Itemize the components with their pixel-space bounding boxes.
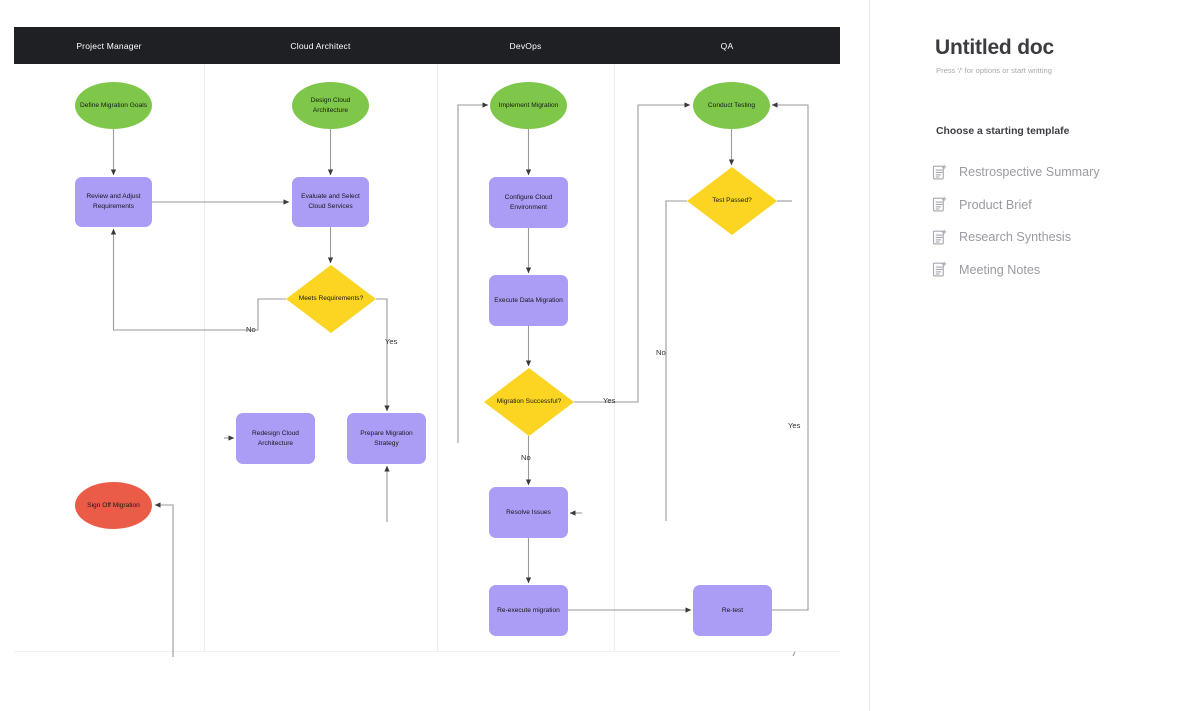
node-meets-requirements[interactable]: Meets Requirements? [286,265,376,333]
edge-loop-to-implement [457,102,489,443]
node-redesign-cloud-architecture[interactable]: Redesign Cloud Architecture [236,413,315,464]
node-label: Prepare Migration Strategy [360,429,413,447]
node-label: Re-execute migration [497,606,560,614]
page-title: Untitled doc [935,36,1054,59]
templates-heading: Choose a starting templafe [936,126,1070,137]
node-label: Design Cloud Architecture [310,96,351,114]
node-define-migration-goals[interactable]: Define Migration Goals [75,82,152,129]
node-label: Define Migration Goals [79,101,148,109]
swimlane-divider-3 [614,64,615,652]
swimlane-title-project-manager[interactable]: Project Manager [76,40,142,51]
node-execute-data-migration[interactable]: Execute Data Migration [489,275,568,326]
template-item-product-brief[interactable]: Product Brief [932,189,1192,222]
edge-meets-yes-to-prepare [376,298,390,412]
diamond-shape [687,167,777,235]
doc-sidebar: Untitled doc Press '/' for options or st… [869,0,1200,711]
doc-sparkle-icon [932,196,947,212]
template-item-label: Research Synthesis [959,230,1071,245]
node-label: Test Passed? [712,197,752,205]
edge-label-test-passed-yes: Yes [788,421,801,430]
template-item-research-synthesis[interactable]: Research Synthesis [932,221,1192,254]
swimlane-divider-2 [437,64,438,652]
edge-label-meets-req-yes: Yes [385,337,398,346]
edge-retest-to-conduct-testing [771,102,809,611]
node-re-test[interactable]: Re-test [693,585,772,636]
node-label: Execute Data Migration [494,296,563,304]
node-label: Implement Migration [498,101,559,109]
node-label: Resolve Issues [506,508,551,516]
swimlane-divider-1 [204,64,205,652]
edge-label-migration-successful-no: No [521,453,531,462]
node-re-execute-migration[interactable]: Re-execute migration [489,585,568,636]
node-review-adjust-requirements[interactable]: Review and Adjust Requirements [75,177,152,227]
node-design-cloud-architecture[interactable]: Design Cloud Architecture [292,82,369,129]
edge-meets-no-to-review [110,228,286,331]
doc-sparkle-icon [932,229,947,245]
edge-label-migration-successful-yes: Yes [603,396,616,405]
flowchart-canvas[interactable]: Project Manager Cloud Architect DevOps QA [0,0,869,711]
node-label: Evaluate and Select Cloud Services [301,193,360,210]
node-conduct-testing[interactable]: Conduct Testing [693,82,770,129]
edge-bottom-tail [792,651,796,657]
template-item-meeting-notes[interactable]: Meeting Notes [932,254,1192,287]
swimlane-title-qa[interactable]: QA [720,40,734,51]
node-label: Meets Requirements? [298,295,364,303]
edge-label-meets-req-no: No [246,325,256,334]
node-label: Migration Successful? [496,398,562,406]
doc-sparkle-icon [932,164,947,180]
node-test-passed[interactable]: Test Passed? [687,167,777,235]
template-item-label: Restrospective Summary [959,165,1100,180]
node-label: Review and Adjust Requirements [86,193,141,210]
edge-test-no [665,200,687,521]
node-label: Redesign Cloud Architecture [252,429,299,447]
node-label: Sign Off Migration [87,501,140,509]
edge-label-test-passed-no: No [656,348,666,357]
template-item-label: Meeting Notes [959,262,1041,277]
doc-sparkle-icon [932,261,947,277]
node-configure-cloud-environment[interactable]: Configure Cloud Environment [489,177,568,228]
node-label: Re-test [721,606,744,614]
node-sign-off-migration[interactable]: Sign Off Migration [75,482,152,529]
swimlane-bottom-rule [14,651,840,652]
edge-migration-yes-to-conduct-testing [574,102,691,403]
diamond-shape [484,368,574,436]
swimlane-title-devops[interactable]: DevOps [509,40,542,51]
edge-into-sign-off [154,502,174,657]
node-implement-migration[interactable]: Implement Migration [490,82,567,129]
swimlane-header-band [14,27,840,64]
template-item-restrospective-summary[interactable]: Restrospective Summary [932,156,1192,189]
swimlane-title-cloud-architect[interactable]: Cloud Architect [290,40,351,51]
node-label: Conduct Testing [707,101,756,109]
node-evaluate-select-cloud-services[interactable]: Evaluate and Select Cloud Services [292,177,369,227]
edge-layer [110,102,809,657]
node-label: Configure Cloud Environment [504,193,553,211]
editor-placeholder-hint[interactable]: Press '/' for options or start writting [936,66,1053,75]
node-migration-successful[interactable]: Migration Successful? [484,368,574,436]
template-item-label: Product Brief [959,197,1032,212]
diamond-shape [286,265,376,333]
node-prepare-migration-strategy[interactable]: Prepare Migration Strategy [347,413,426,464]
node-resolve-issues[interactable]: Resolve Issues [489,487,568,538]
